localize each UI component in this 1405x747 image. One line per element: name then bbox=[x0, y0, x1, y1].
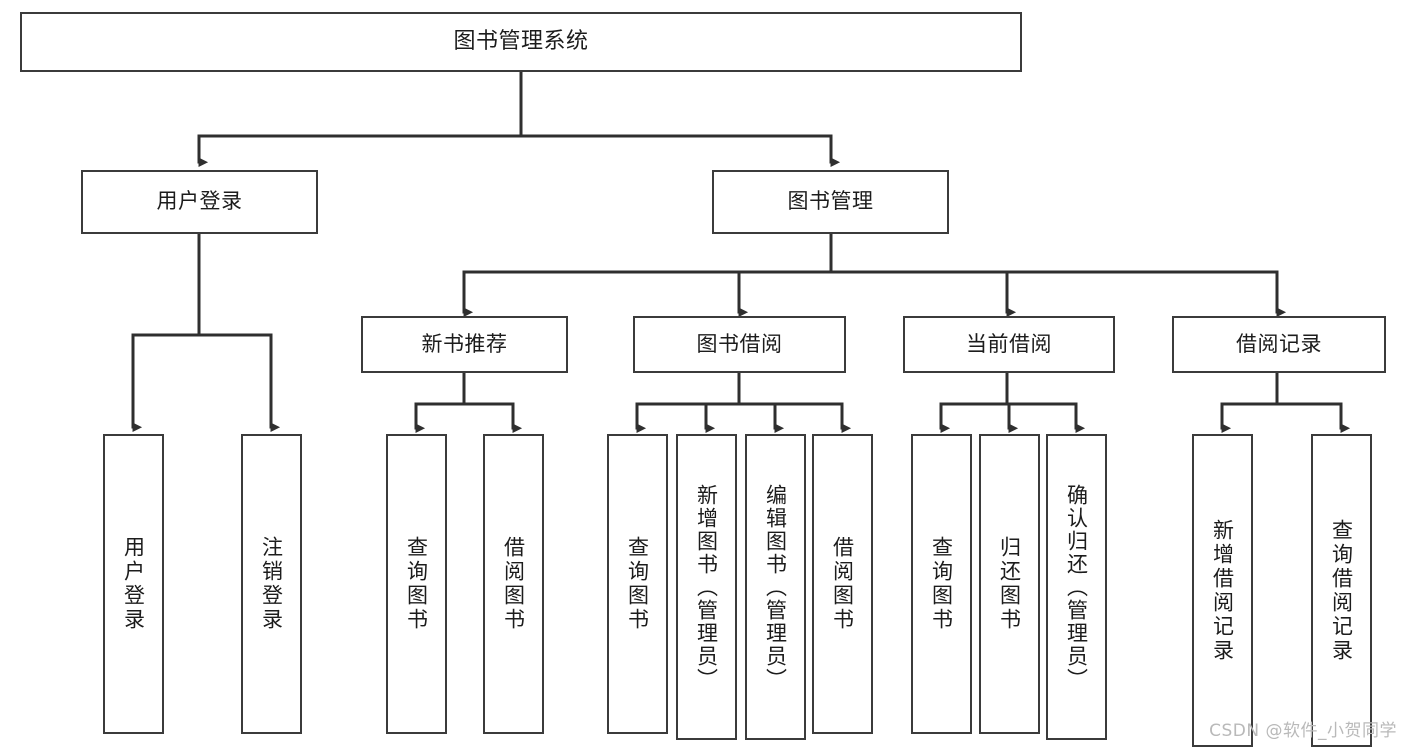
leaf-user-login[interactable]: 用户登录 bbox=[103, 434, 164, 734]
node-current-borrow[interactable]: 当前借阅 bbox=[903, 316, 1115, 373]
leaf-borrow-book-1[interactable]: 借阅图书 bbox=[483, 434, 544, 734]
leaf-query-book-2[interactable]: 查询图书 bbox=[607, 434, 668, 734]
leaf-borrow-book-2[interactable]: 借阅图书 bbox=[812, 434, 873, 734]
leaf-edit-book-admin[interactable]: 编辑图书（管理员） bbox=[745, 434, 806, 740]
node-book-management[interactable]: 图书管理 bbox=[712, 170, 949, 234]
leaf-return-book[interactable]: 归还图书 bbox=[979, 434, 1040, 734]
leaf-confirm-return-admin[interactable]: 确认归还（管理员） bbox=[1046, 434, 1107, 740]
leaf-query-book-3-label: 查询图书 bbox=[929, 536, 954, 632]
leaf-query-borrow-record-label: 查询借阅记录 bbox=[1329, 518, 1354, 663]
leaf-query-book-1-label: 查询图书 bbox=[404, 536, 429, 632]
node-current-borrow-label: 当前借阅 bbox=[966, 331, 1052, 356]
node-user-login[interactable]: 用户登录 bbox=[81, 170, 318, 234]
leaf-query-book-3[interactable]: 查询图书 bbox=[911, 434, 972, 734]
node-user-login-label: 用户登录 bbox=[156, 189, 243, 214]
leaf-query-book-1[interactable]: 查询图书 bbox=[386, 434, 447, 734]
leaf-logout-label: 注销登录 bbox=[259, 536, 284, 632]
node-borrow-records-label: 借阅记录 bbox=[1236, 331, 1322, 356]
leaf-add-book-admin-label: 新增图书（管理员） bbox=[694, 483, 719, 691]
leaf-user-login-label: 用户登录 bbox=[121, 536, 146, 632]
node-book-borrow[interactable]: 图书借阅 bbox=[633, 316, 846, 373]
leaf-add-borrow-record[interactable]: 新增借阅记录 bbox=[1192, 434, 1253, 747]
node-new-book-recommend[interactable]: 新书推荐 bbox=[361, 316, 568, 373]
leaf-logout[interactable]: 注销登录 bbox=[241, 434, 302, 734]
leaf-add-book-admin[interactable]: 新增图书（管理员） bbox=[676, 434, 737, 740]
node-root-label: 图书管理系统 bbox=[453, 28, 589, 54]
leaf-borrow-book-2-label: 借阅图书 bbox=[830, 536, 855, 632]
node-book-borrow-label: 图书借阅 bbox=[696, 331, 783, 356]
node-new-book-recommend-label: 新书推荐 bbox=[421, 331, 508, 356]
leaf-return-book-label: 归还图书 bbox=[997, 536, 1022, 632]
leaf-borrow-book-1-label: 借阅图书 bbox=[501, 536, 526, 632]
leaf-add-borrow-record-label: 新增借阅记录 bbox=[1210, 518, 1235, 663]
leaf-edit-book-admin-label: 编辑图书（管理员） bbox=[763, 483, 788, 691]
node-root[interactable]: 图书管理系统 bbox=[20, 12, 1022, 72]
leaf-confirm-return-admin-label: 确认归还（管理员） bbox=[1064, 483, 1089, 691]
leaf-query-book-2-label: 查询图书 bbox=[625, 536, 650, 632]
node-borrow-records[interactable]: 借阅记录 bbox=[1172, 316, 1386, 373]
leaf-query-borrow-record[interactable]: 查询借阅记录 bbox=[1311, 434, 1372, 747]
node-book-management-label: 图书管理 bbox=[787, 189, 874, 214]
